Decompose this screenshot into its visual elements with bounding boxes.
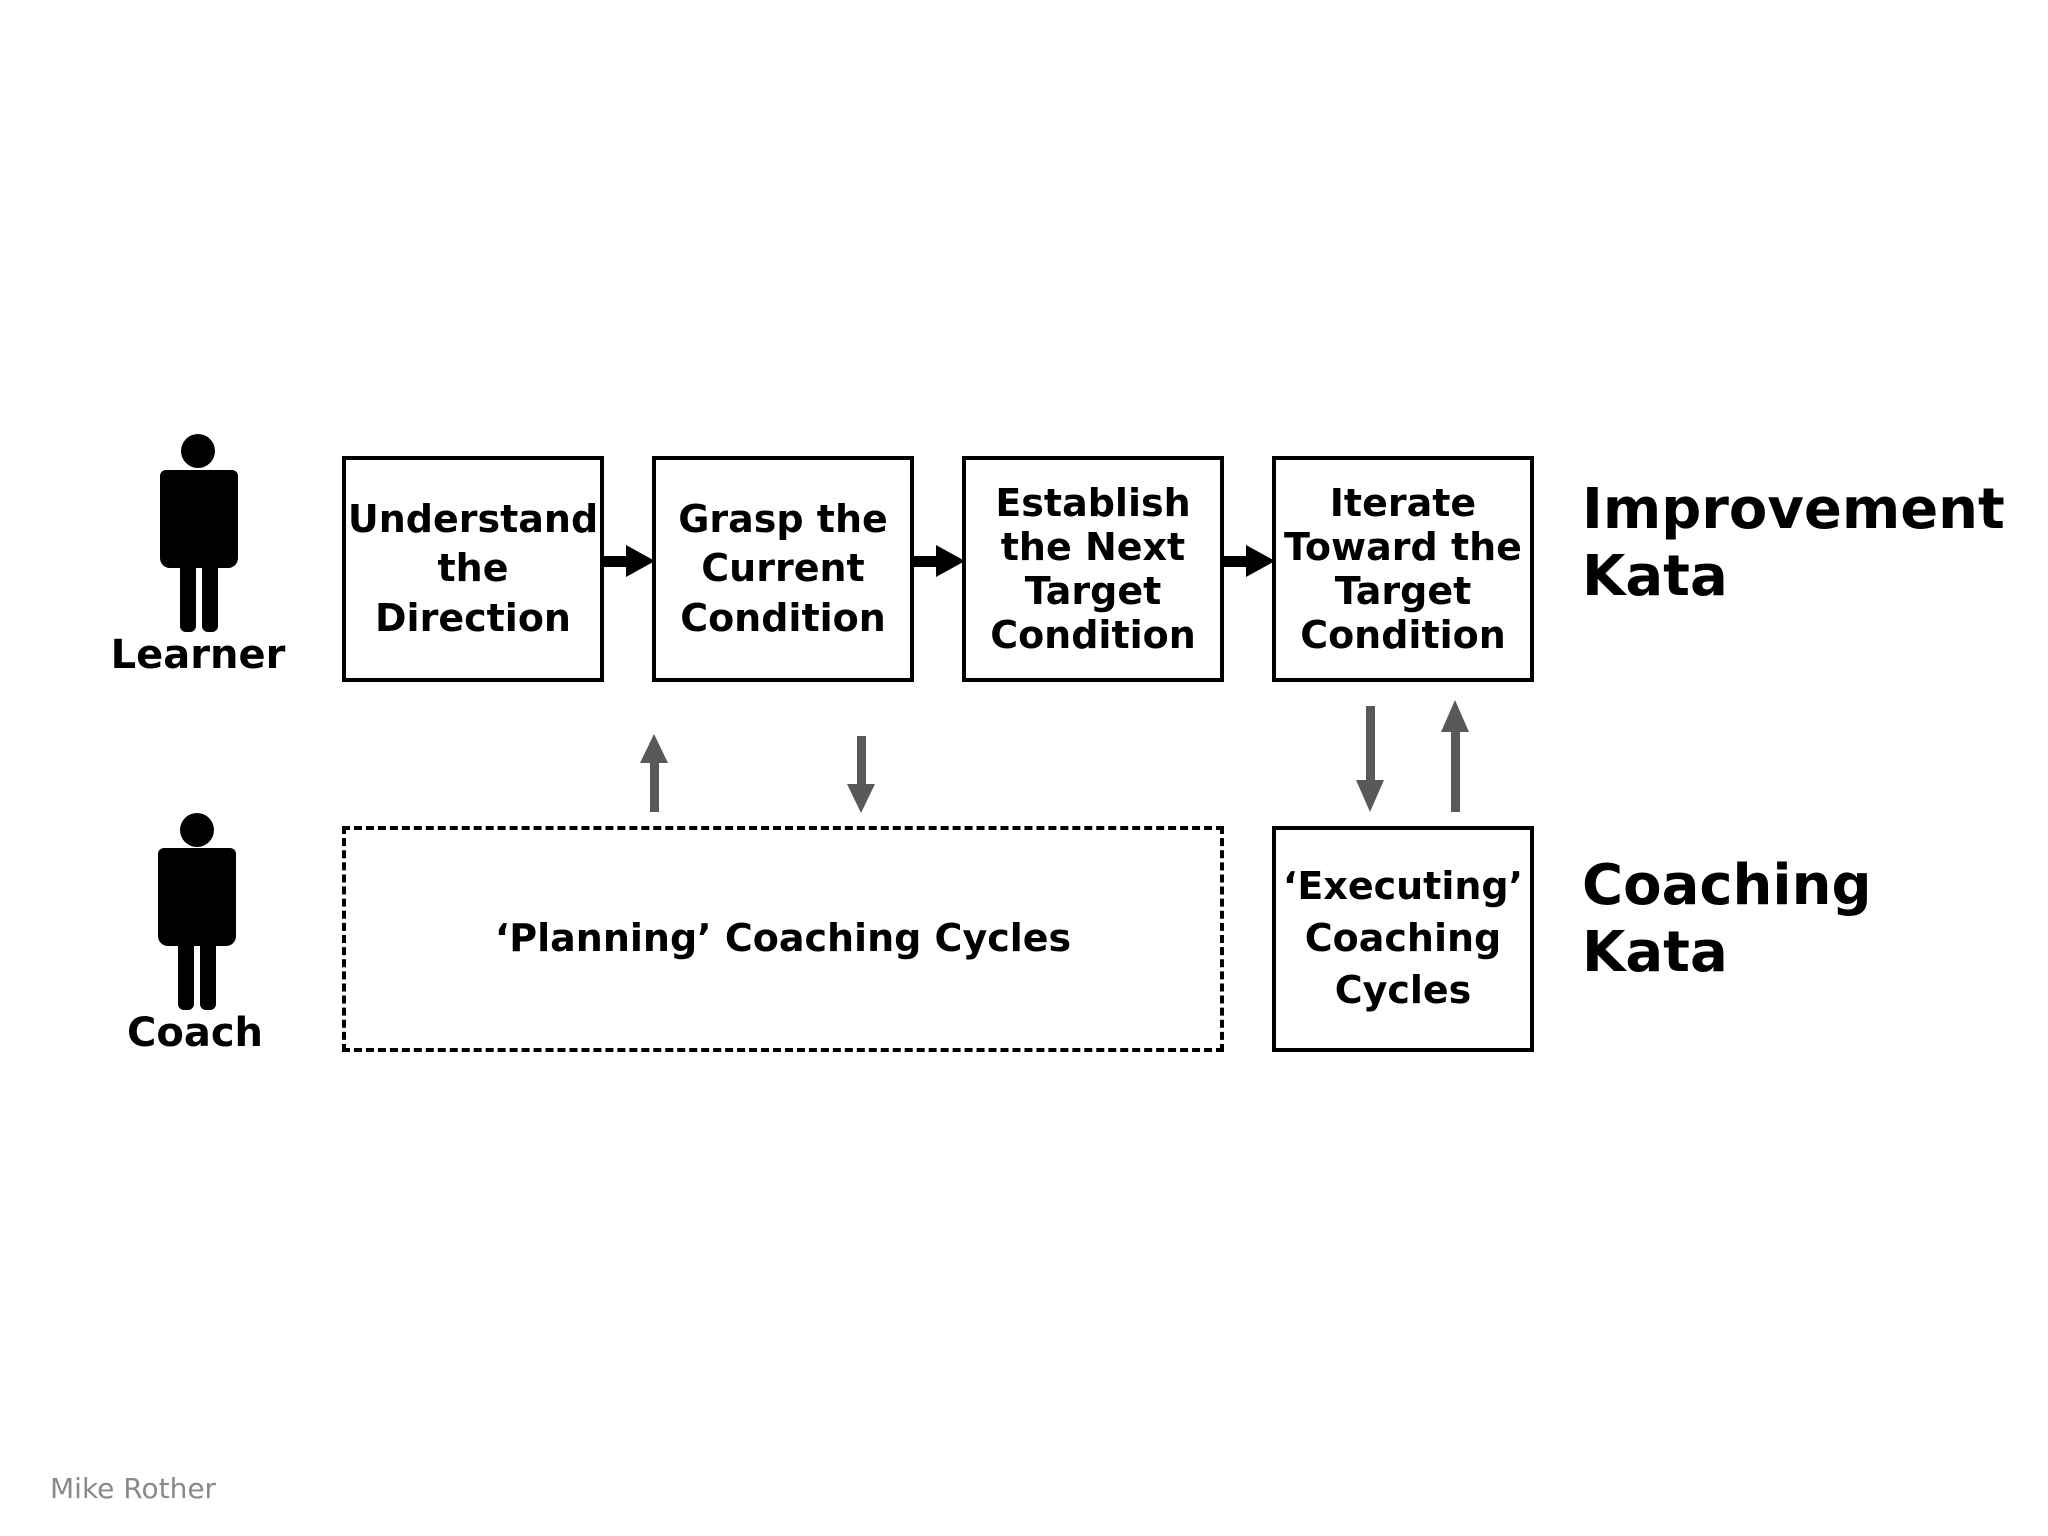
improvement-kata-title: Improvement Kata xyxy=(1582,477,2005,610)
planning-coaching-label: ‘Planning’ Coaching Cycles xyxy=(494,916,1072,961)
learner-label: Learner xyxy=(110,632,286,678)
process-arrow-1 xyxy=(604,545,655,577)
executing-coaching-cycles-box: ‘Executing’ Coaching Cycles xyxy=(1272,826,1534,1052)
step-label: Grasp the Current Condition xyxy=(678,496,888,640)
executing-coaching-label: ‘Executing’ Coaching Cycles xyxy=(1282,864,1524,1012)
process-arrow-2 xyxy=(914,545,965,577)
planning-coaching-cycles-box: ‘Planning’ Coaching Cycles xyxy=(342,826,1224,1052)
planning-down-arrow xyxy=(847,736,875,813)
learner-person-icon xyxy=(160,434,238,632)
step-label: Iterate Toward the Target Condition xyxy=(1284,480,1522,658)
process-arrow-3 xyxy=(1224,545,1275,577)
coach-person-icon xyxy=(158,813,236,1010)
planning-up-arrow xyxy=(640,734,668,812)
step-understand-direction: Understand the Direction xyxy=(342,456,604,682)
author-credit: Mike Rother xyxy=(50,1472,217,1505)
step-grasp-current-condition: Grasp the Current Condition xyxy=(652,456,914,682)
executing-down-arrow xyxy=(1356,706,1384,812)
step-label: Establish the Next Target Condition xyxy=(990,480,1196,658)
step-establish-next-target: Establish the Next Target Condition xyxy=(962,456,1224,682)
coach-label: Coach xyxy=(126,1010,263,1056)
step-label: Understand the Direction xyxy=(347,496,599,640)
coaching-kata-title: Coaching Kata xyxy=(1582,853,1872,986)
executing-up-arrow xyxy=(1441,700,1469,812)
step-iterate-toward-target: Iterate Toward the Target Condition xyxy=(1272,456,1534,682)
